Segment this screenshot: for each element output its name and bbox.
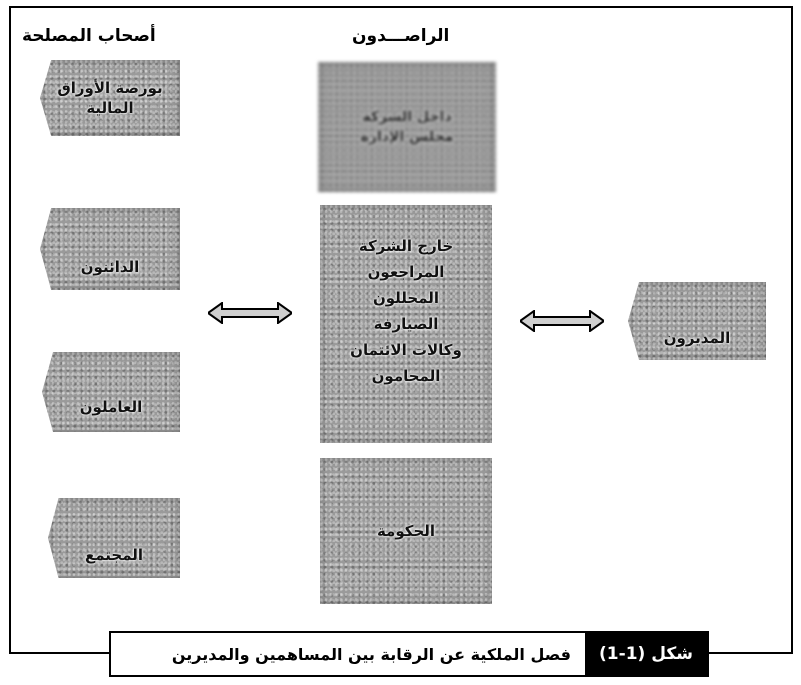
figure-number: شكل (1-1) <box>585 633 707 675</box>
stakeholder-line: المالية <box>86 99 134 117</box>
monitor-box-outside-company: خارج الشركة المراجعون المحللون الصيارفة … <box>320 205 492 443</box>
double-arrow-icon-left <box>208 302 292 324</box>
stakeholder-line: المجتمع <box>84 546 144 564</box>
figure-caption-text: فصل الملكية عن الرقابة بين المساهمين وال… <box>171 644 571 664</box>
stakeholder-box-stock-exchange: بورصة الأوراق المالية <box>40 60 180 136</box>
monitor-line: المراجعون <box>367 263 445 281</box>
monitor-line: مجلس الإدارة <box>360 129 454 145</box>
monitor-box-inside-company: داخل الشركة مجلس الإدارة <box>318 62 496 192</box>
monitor-line: المحللون <box>372 289 440 307</box>
monitor-line: المحامون <box>371 367 441 385</box>
stakeholder-box-employees: العاملون <box>42 352 180 432</box>
stakeholder-box-creditors: الدائنون <box>40 208 180 290</box>
figure-caption: شكل (1-1) فصل الملكية عن الرقابة بين الم… <box>109 631 709 677</box>
monitor-line: داخل الشركة <box>362 109 452 125</box>
monitor-line: خارج الشركة <box>358 237 454 255</box>
stakeholder-line: العاملون <box>79 398 143 416</box>
monitor-line: الصيارفة <box>373 315 439 333</box>
monitor-box-government: الحكومة <box>320 458 492 604</box>
stakeholder-line: الدائنون <box>80 258 140 276</box>
monitor-line: الحكومة <box>376 522 436 540</box>
monitor-line: وكالات الائتمان <box>350 341 462 359</box>
stakeholders-header: أصحاب المصلحة <box>22 26 156 46</box>
stakeholder-line: بورصة الأوراق <box>57 79 163 97</box>
managers-line: المديرون <box>663 329 731 347</box>
managers-box: المديرون <box>628 282 766 360</box>
double-arrow-icon-right <box>520 310 604 332</box>
stakeholder-box-society: المجتمع <box>48 498 180 578</box>
monitors-header: الراصـــدون <box>352 26 450 46</box>
